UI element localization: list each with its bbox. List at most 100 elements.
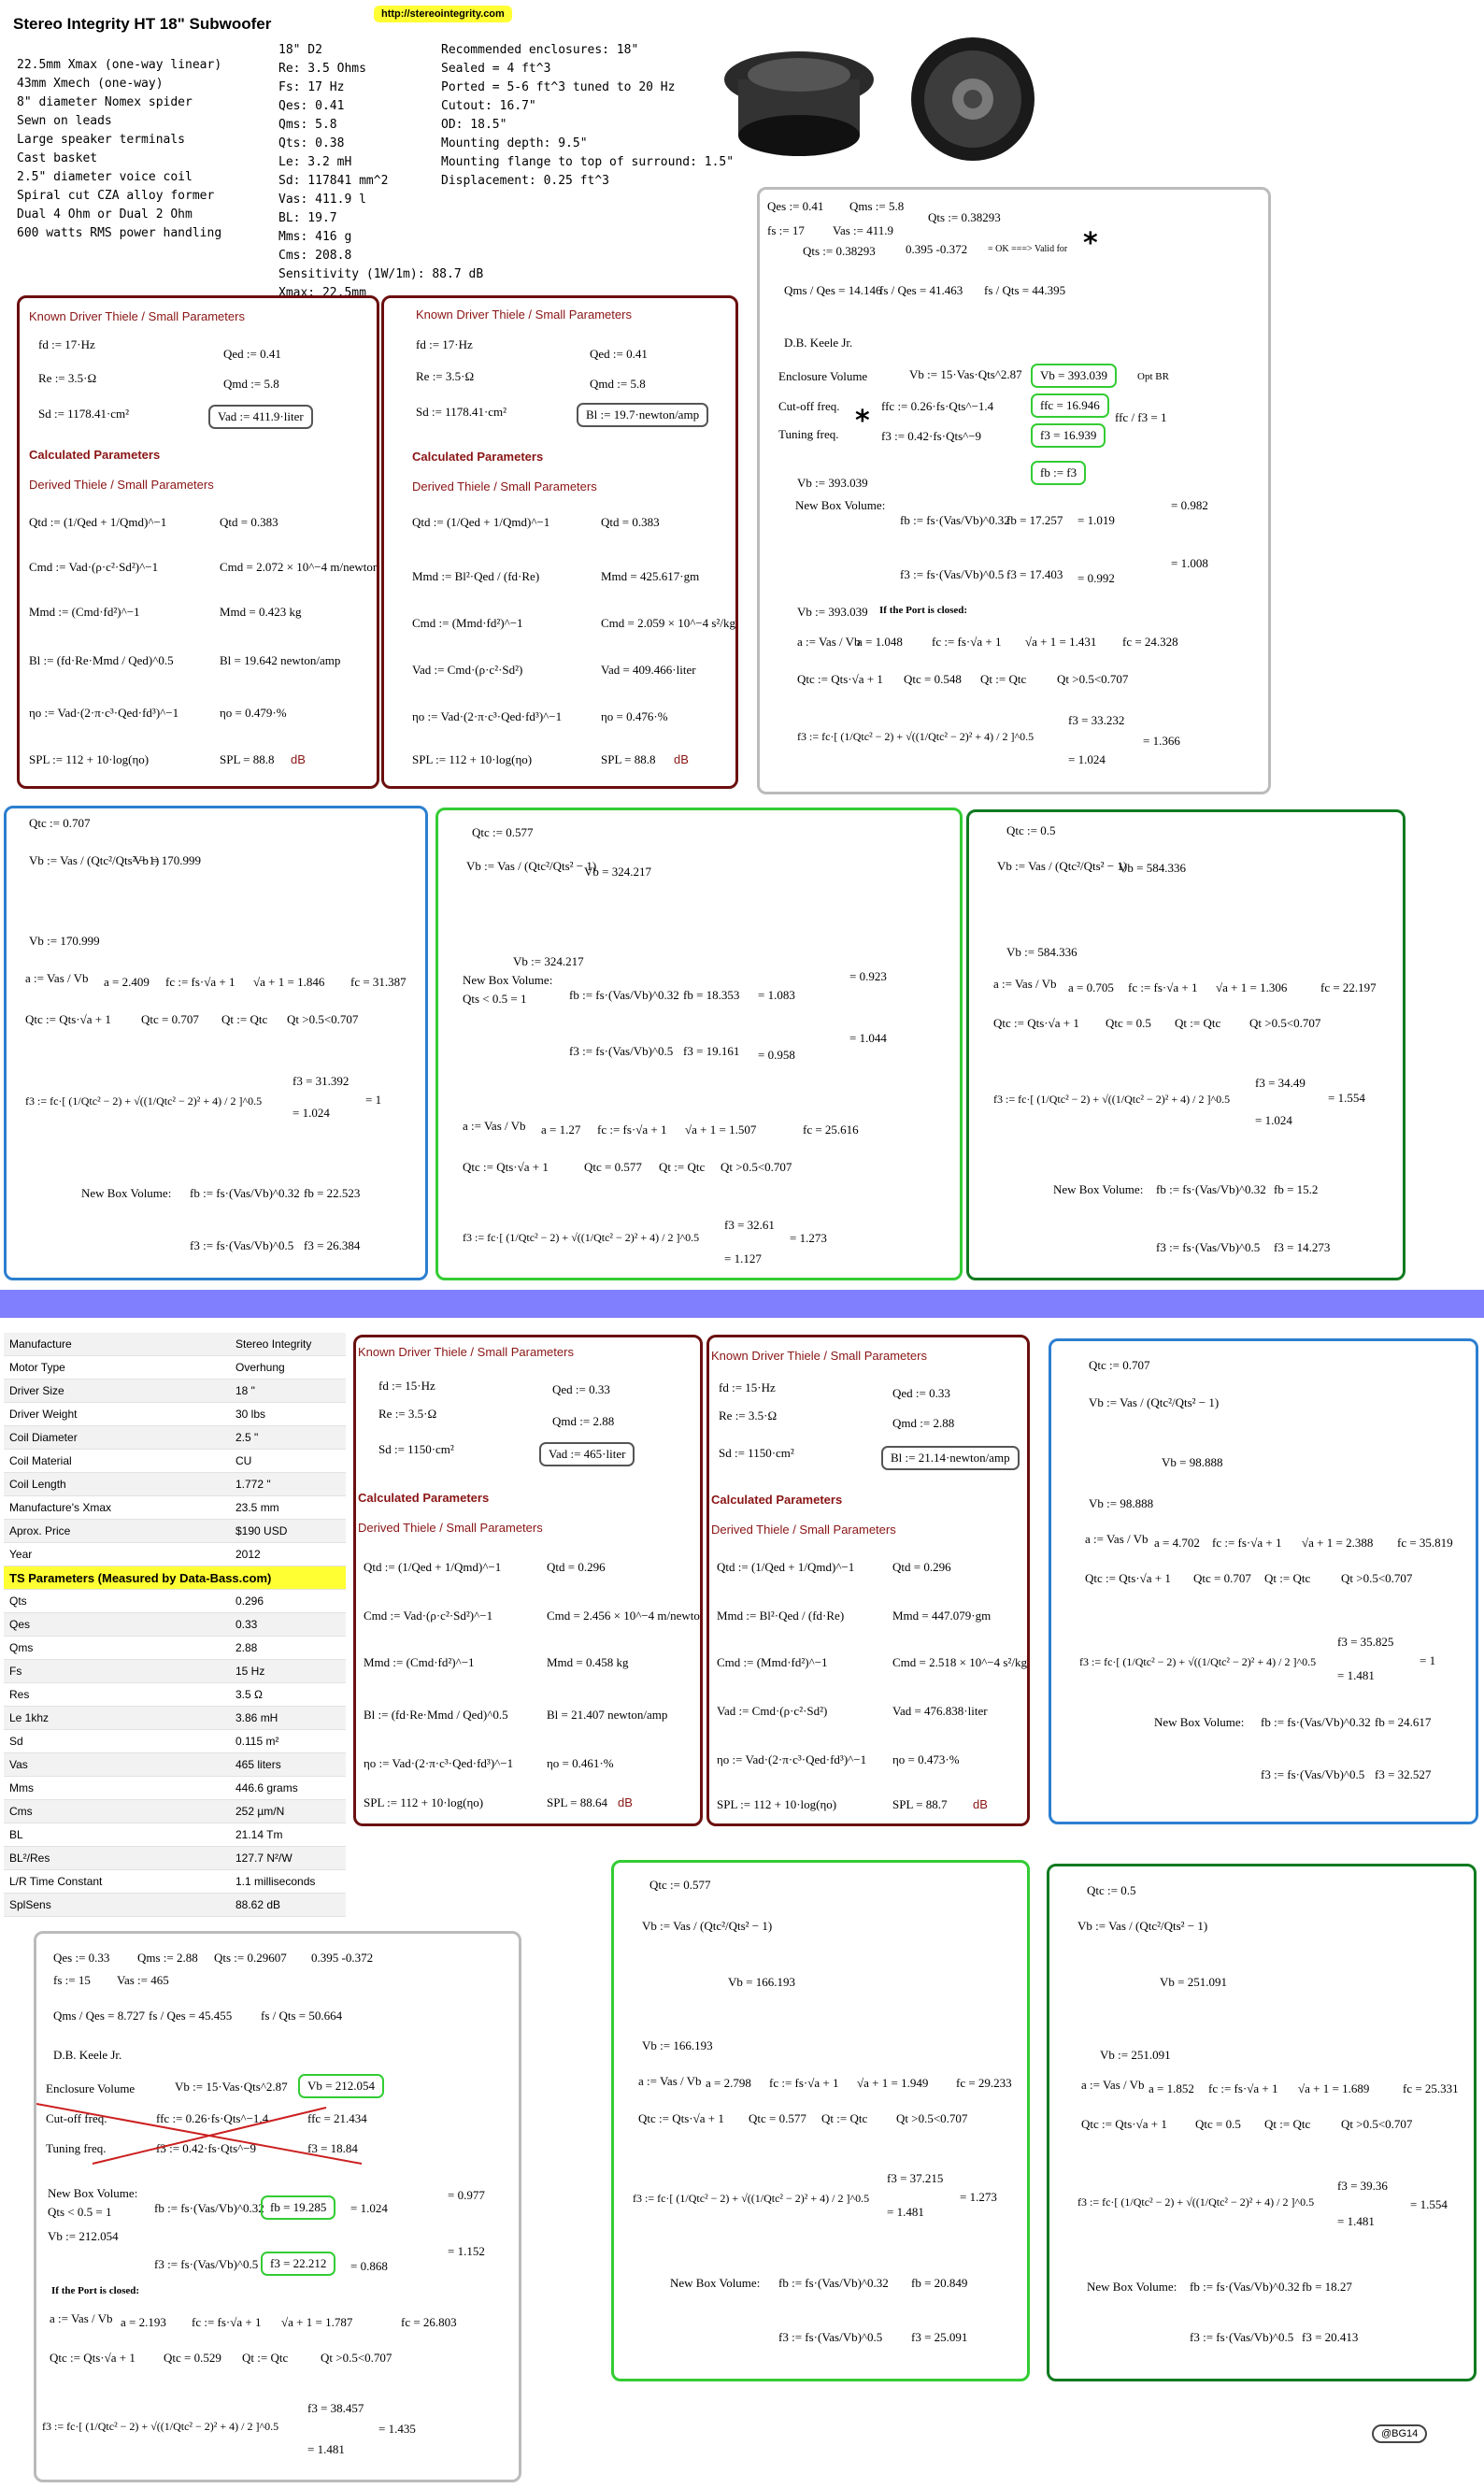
- result: f3 = 32.527: [1375, 1767, 1432, 1781]
- result: Cmd = 2.518 × 10^−4 s²/kg: [892, 1655, 1027, 1669]
- result: = 1.554: [1410, 2197, 1448, 2211]
- formula: fc := fs·√a + 1: [769, 2076, 839, 2090]
- table-cell: 0.296: [230, 1589, 346, 1613]
- formula: Vb := 393.039: [797, 605, 868, 619]
- note: Qt >0.5<0.707: [287, 1012, 359, 1026]
- formula: Qmd := 2.88: [552, 1414, 615, 1428]
- result: = 1.273: [790, 1231, 827, 1245]
- website-link[interactable]: http://stereointegrity.com: [374, 6, 512, 22]
- formula: fd := 15·Hz: [378, 1379, 435, 1393]
- table-cell: SplSens: [4, 1893, 230, 1917]
- table-cell: CU: [230, 1449, 346, 1473]
- formula: fc := fs·√a + 1: [1212, 1536, 1282, 1550]
- formula: Qtc := 0.707: [29, 816, 91, 830]
- result: fc = 22.197: [1320, 980, 1377, 994]
- result: fb = 17.257: [1006, 513, 1063, 527]
- label: Enclosure Volume: [46, 2081, 136, 2095]
- formula: ffc := 0.26·fs·Qts^−1.4: [156, 2111, 269, 2125]
- formula: Qtc := Qts·√a + 1: [1081, 2117, 1167, 2131]
- result: Vb = 170.999: [134, 853, 201, 867]
- formula: f3 := fs·(Vas/Vb)^0.5: [1261, 1767, 1365, 1781]
- section-label: Derived Thiele / Small Parameters: [29, 478, 214, 492]
- formula: Qt := Qtc: [1264, 1571, 1311, 1585]
- formula: a := Vas / Vb: [797, 635, 861, 649]
- param-item: Cms: 208.8: [278, 249, 352, 263]
- table-cell: Qms: [4, 1636, 230, 1660]
- result: f3 = 26.384: [304, 1238, 361, 1252]
- result: √a + 1 = 1.846: [253, 975, 325, 989]
- formula: Qt := Qtc: [242, 2351, 289, 2365]
- result: ηo = 0.473·%: [892, 1752, 960, 1766]
- result: fc = 25.616: [803, 1122, 859, 1137]
- formula: a := Vas / Vb: [1085, 1532, 1149, 1546]
- formula: Qtc := 0.707: [1089, 1358, 1150, 1372]
- result: a = 1.048: [857, 635, 903, 649]
- formula: fc := fs·√a + 1: [1208, 2081, 1278, 2095]
- formula: fc := fs·√a + 1: [165, 975, 235, 989]
- result: a = 1.852: [1149, 2081, 1194, 2095]
- formula: Vad := Cmd·(ρ·c²·Sd²): [412, 663, 523, 677]
- asterisk: *: [1083, 227, 1098, 260]
- formula: SPL := 112 + 10·log(ηo): [29, 752, 150, 766]
- formula: fd := 15·Hz: [719, 1380, 776, 1394]
- formula: Qtd := (1/Qed + 1/Qmd)^−1: [364, 1560, 502, 1574]
- formula: f3 := fs·(Vas/Vb)^0.5: [1156, 1240, 1261, 1254]
- formula: Cmd := (Mmd·fd²)^−1: [412, 616, 523, 630]
- result: = 0.977: [448, 2188, 485, 2202]
- formula: Qt := Qtc: [821, 2111, 868, 2125]
- table-cell: 2.5 ": [230, 1425, 346, 1450]
- result: = 1.083: [758, 988, 795, 1002]
- formula: Qed := 0.33: [552, 1382, 610, 1396]
- result: f3 = 31.392: [293, 1074, 350, 1088]
- formula: Vb := 98.888: [1089, 1496, 1154, 1510]
- param-item: 18" D2: [278, 43, 322, 57]
- table-cell: Manufacture: [4, 1333, 230, 1356]
- formula: Qt := Qtc: [221, 1012, 268, 1026]
- formula: Qes := 0.33: [53, 1951, 110, 1965]
- table-cell: Vas: [4, 1752, 230, 1777]
- result: Qtc = 0.548: [904, 672, 962, 686]
- formula: Vb := 170.999: [29, 934, 100, 948]
- formula: a := Vas / Vb: [638, 2074, 702, 2088]
- label: New Box Volume:: [48, 2186, 138, 2200]
- label: Tuning freq.: [46, 2141, 107, 2155]
- result: fb = 24.617: [1375, 1715, 1432, 1729]
- formula: Sd := 1178.41·cm²: [38, 407, 130, 421]
- table-cell: 3.5 Ω: [230, 1682, 346, 1707]
- label: If the Port is closed:: [51, 2285, 140, 2296]
- result-pill: fb := f3: [1031, 461, 1087, 485]
- asterisk: *: [855, 405, 870, 437]
- result: f3 = 17.403: [1006, 567, 1063, 581]
- formula: Qtc := 0.5: [1006, 823, 1056, 837]
- result: f3 = 14.273: [1274, 1240, 1331, 1254]
- formula: fb := fs·(Vas/Vb)^0.32: [569, 988, 679, 1002]
- formula: f3 := fc·[ (1/Qtc² − 2) + √((1/Qtc² − 2)…: [42, 2420, 279, 2433]
- formula: Cmd := Vad·(ρ·c²·Sd²)^−1: [364, 1609, 493, 1623]
- table-cell: Driver Weight: [4, 1402, 230, 1426]
- feature-item: 43mm Xmech (one-way): [17, 77, 164, 91]
- result: fs / Qts = 44.395: [984, 283, 1066, 297]
- note: Opt BR: [1137, 371, 1169, 382]
- result: Qtc = 0.577: [749, 2111, 806, 2125]
- result: fb = 18.353: [683, 988, 740, 1002]
- result: √a + 1 = 1.689: [1298, 2081, 1370, 2095]
- formula: Qts := 0.38293: [803, 244, 876, 258]
- feature-item: Spiral cut CZA alloy former: [17, 189, 215, 203]
- formula: a := Vas / Vb: [993, 977, 1057, 991]
- result: Qtc = 0.5: [1195, 2117, 1241, 2131]
- section-label: Known Driver Thiele / Small Parameters: [711, 1349, 927, 1363]
- formula: Qts := 0.29607: [214, 1951, 287, 1965]
- formula: Qmd := 5.8: [223, 377, 279, 391]
- formula: Bl := (fd·Re·Mmd / Qed)^0.5: [364, 1708, 508, 1722]
- table-cell: 3.86 mH: [230, 1706, 346, 1730]
- formula: Qts < 0.5 = 1: [463, 992, 527, 1006]
- formula: ηo := Vad·(2·π·c³·Qed·fd³)^−1: [29, 706, 179, 720]
- result: fc = 31.387: [350, 975, 407, 989]
- input-pill: Bl := 21.14·newton/amp: [881, 1446, 1020, 1470]
- result: Qtd = 0.383: [220, 515, 278, 529]
